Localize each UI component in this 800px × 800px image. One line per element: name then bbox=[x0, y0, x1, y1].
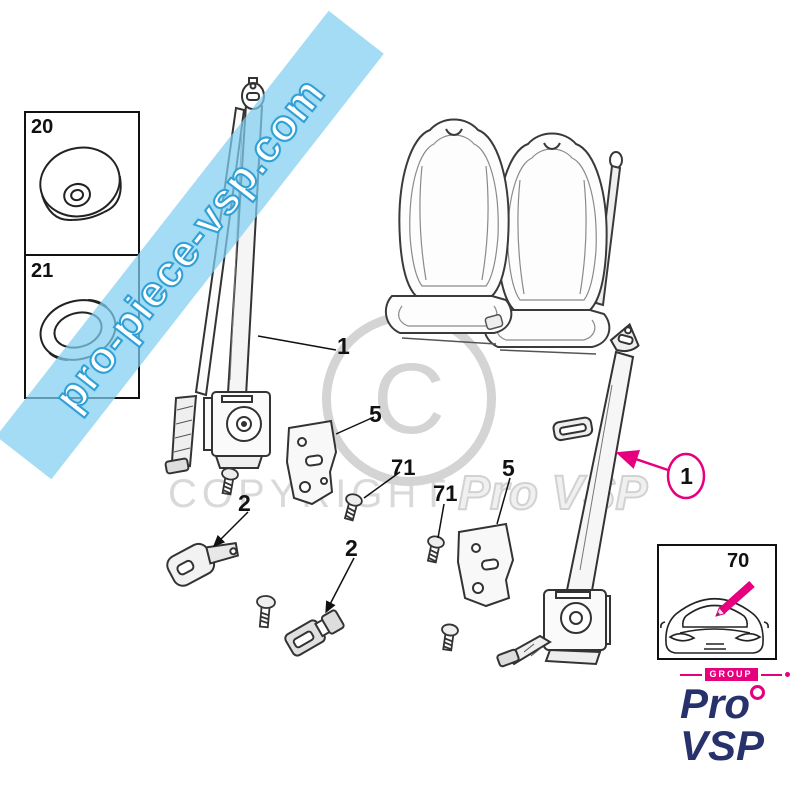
part-label-71-left-screw: 71 bbox=[391, 455, 416, 480]
pink-pencil-icon bbox=[715, 581, 755, 617]
part-label-5-left-bracket: 5 bbox=[369, 401, 382, 427]
logo-pink-ring-icon bbox=[750, 685, 765, 700]
part-label-71-mid-screw: 71 bbox=[433, 481, 458, 506]
provsp-logo: GROUP Pro VSP bbox=[680, 668, 791, 767]
logo-pro-text: Pro bbox=[680, 683, 790, 725]
right-belt-strap bbox=[564, 350, 635, 604]
screw-71-mid bbox=[426, 535, 445, 564]
seat-base-lines bbox=[401, 314, 597, 355]
left-lower-strap bbox=[164, 394, 198, 475]
leader-bracket-mid bbox=[496, 477, 511, 525]
logo-vsp-word: VSP bbox=[680, 722, 765, 769]
logo-pro-word: Pro bbox=[680, 680, 751, 727]
screw-under-retractor bbox=[221, 467, 239, 496]
right-lower-strap bbox=[496, 634, 552, 668]
logo-vsp-text: VSP bbox=[680, 725, 790, 767]
seatbelt-right-drawing bbox=[496, 322, 640, 668]
leader-screw-left bbox=[363, 471, 401, 499]
right-belt-slider bbox=[552, 416, 594, 442]
highlight-right-belt bbox=[615, 449, 706, 500]
leader-tongue bbox=[325, 557, 355, 614]
bracket-left-drawing bbox=[285, 419, 338, 506]
part-label-1-right-belt: 1 bbox=[680, 462, 693, 489]
tongue-drawing bbox=[284, 609, 345, 657]
part-label-1-left-belt: 1 bbox=[337, 333, 350, 359]
inset-box-70 bbox=[657, 544, 777, 660]
bracket-mid-drawing bbox=[456, 522, 515, 608]
screw-71-left bbox=[343, 493, 363, 522]
leader-buckle bbox=[212, 511, 249, 548]
leader-screw-mid bbox=[437, 503, 445, 539]
ribbon-line-right bbox=[760, 673, 783, 676]
part-label-5-mid-bracket: 5 bbox=[502, 455, 515, 481]
leader-belt-left bbox=[257, 335, 337, 351]
right-belt-top-anchor bbox=[609, 322, 640, 353]
pink-arrow bbox=[615, 449, 669, 472]
left-retractor bbox=[203, 391, 271, 469]
brand-watermark: Pro VSP bbox=[457, 466, 648, 521]
screw-under-bracket-mid bbox=[441, 623, 459, 652]
logo-group-ribbon: GROUP bbox=[680, 668, 791, 681]
leader-lines bbox=[212, 335, 511, 614]
pink-ellipse bbox=[666, 452, 706, 500]
copyright-symbol-letter: C bbox=[372, 343, 446, 455]
bolt-under-buckle bbox=[256, 595, 276, 629]
car-front-drawing bbox=[660, 597, 769, 654]
buckle-drawing bbox=[166, 541, 240, 587]
part-label-2-buckle: 2 bbox=[238, 490, 251, 516]
part-label-21: 21 bbox=[31, 260, 54, 282]
part-label-2-tongue: 2 bbox=[345, 535, 358, 561]
part-label-20: 20 bbox=[31, 116, 54, 138]
seats-drawing bbox=[384, 118, 623, 355]
grommet-20-drawing bbox=[39, 146, 122, 221]
ribbon-dot bbox=[785, 672, 791, 677]
ribbon-line-left bbox=[680, 673, 702, 676]
leader-bracket-left bbox=[335, 416, 375, 435]
part-label-70: 70 bbox=[727, 550, 750, 572]
right-retractor bbox=[543, 589, 611, 666]
ribbon-group-text: GROUP bbox=[704, 668, 758, 681]
